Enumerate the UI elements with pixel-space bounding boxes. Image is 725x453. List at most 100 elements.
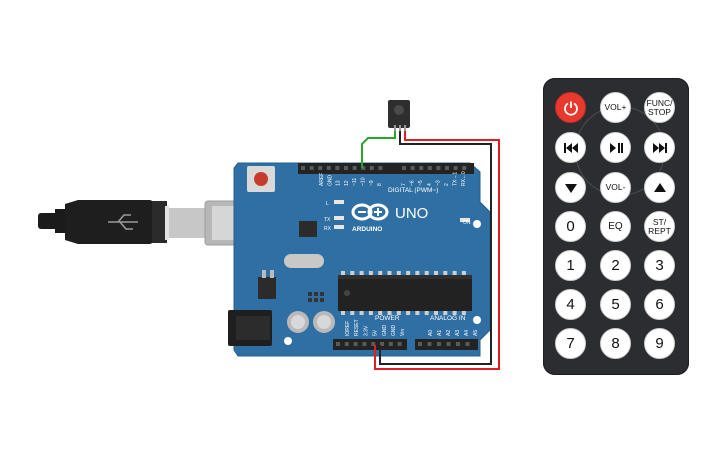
digit-0-label: 0 xyxy=(566,218,575,235)
digit-5-label: 5 xyxy=(611,296,620,313)
chip-pin xyxy=(461,271,466,275)
l-led-label: L xyxy=(326,201,329,207)
arduino-uno-board[interactable]: ARDUINO UNO DIGITAL (PWM~) POWER ANALOG … xyxy=(228,162,491,357)
digit-4-button[interactable]: 4 xyxy=(555,289,586,320)
power-section-label: POWER xyxy=(375,315,400,322)
chip-pin xyxy=(368,311,373,315)
play-pause-button[interactable] xyxy=(600,132,631,163)
analog-pin-label: A5 xyxy=(473,330,479,336)
header-pin-hole xyxy=(326,166,331,170)
digit-5-button[interactable]: 5 xyxy=(600,289,631,320)
power-pin-label: GND xyxy=(382,325,388,337)
header-pin-hole xyxy=(388,342,393,346)
chip-pin xyxy=(359,311,364,315)
header-pin-hole xyxy=(344,342,349,346)
header-pin-hole xyxy=(301,166,305,170)
digit-1-button[interactable]: 1 xyxy=(555,250,586,281)
vcc-wire xyxy=(374,128,500,370)
digital-pin-label: ~10 xyxy=(361,177,367,186)
digit-7-button[interactable]: 7 xyxy=(555,328,586,359)
digital-pin-label: ~5 xyxy=(418,180,424,186)
chip-pin xyxy=(415,271,420,275)
digital-pin-label: 7 xyxy=(401,183,407,186)
st-rept-button[interactable]: ST/ REPT xyxy=(644,211,675,242)
header-pin-hole xyxy=(456,342,460,346)
header-pin-hole xyxy=(436,166,441,170)
vol-up-button[interactable]: VOL+ xyxy=(600,92,631,123)
digital-pin-label: 4 xyxy=(427,183,433,186)
chip-pin xyxy=(424,311,429,315)
power-pin-label: Vin xyxy=(400,329,406,336)
next-button[interactable] xyxy=(644,132,675,163)
digital-pin-label: 8 xyxy=(377,183,383,186)
header-pin-hole xyxy=(465,342,470,346)
rx-led-label: RX xyxy=(324,226,332,232)
power-pin-label: GND xyxy=(391,325,397,337)
header-pin-hole xyxy=(446,342,451,346)
digital-header-label: DIGITAL (PWM~) xyxy=(388,187,438,194)
down-button[interactable] xyxy=(555,172,586,203)
digit-3-button[interactable]: 3 xyxy=(644,250,675,281)
chip-pin xyxy=(452,311,457,315)
arduino-logo xyxy=(351,203,389,221)
chip-pin xyxy=(443,311,448,315)
digital-pin-label: 13 xyxy=(336,180,342,186)
digit-6-button[interactable]: 6 xyxy=(644,289,675,320)
power-jack xyxy=(228,310,272,346)
chip-pin xyxy=(341,271,345,275)
atmega-chip xyxy=(338,271,472,315)
crystal xyxy=(284,254,324,268)
eq-label: EQ xyxy=(608,221,623,232)
digit-0-button[interactable]: 0 xyxy=(555,211,586,242)
chip-pin xyxy=(452,271,457,275)
vol-down-label: VOL- xyxy=(605,182,626,192)
power-pin-label: 3.3V xyxy=(363,325,369,336)
header-pin-hole xyxy=(427,342,432,346)
digit-8-button[interactable]: 8 xyxy=(600,328,631,359)
icsp-header xyxy=(308,292,324,302)
digit-2-button[interactable]: 2 xyxy=(600,250,631,281)
wires xyxy=(361,128,500,370)
digital-pin-label: ~9 xyxy=(369,180,375,186)
analog-pin-label: A4 xyxy=(464,330,470,336)
chip-pin xyxy=(406,271,411,275)
digit-9-button[interactable]: 9 xyxy=(644,328,675,359)
digit-3-label: 3 xyxy=(655,257,664,274)
tx-led-label: TX xyxy=(324,217,331,223)
header-pin-hole xyxy=(336,342,340,346)
header-pin-hole xyxy=(361,166,366,170)
chip-pin xyxy=(424,271,429,275)
power-pin-label: RESET xyxy=(354,319,360,336)
power-button[interactable] xyxy=(555,92,586,123)
header-pin-hole xyxy=(318,166,323,170)
chip-pin xyxy=(434,311,438,315)
digit-9-label: 9 xyxy=(655,335,664,352)
st-rept-label-1: ST/ xyxy=(652,216,667,227)
chip-pin xyxy=(378,271,383,275)
header-pin-hole xyxy=(402,166,406,170)
power-pin-label: 5V xyxy=(373,329,379,336)
vol-down-button[interactable]: VOL- xyxy=(600,172,631,203)
usb-chip xyxy=(299,221,317,237)
ir-receiver[interactable] xyxy=(388,100,410,131)
reset-button[interactable] xyxy=(247,166,275,192)
digital-pin-label: 12 xyxy=(344,180,350,186)
signal-wire xyxy=(361,128,396,168)
digital-header xyxy=(298,163,474,174)
chip-pin xyxy=(359,271,364,275)
previous-button[interactable] xyxy=(555,132,586,163)
arduino-brand-label: ARDUINO xyxy=(352,226,382,233)
chip-pin xyxy=(350,311,355,315)
digital-pin-label: 2 xyxy=(444,183,450,186)
up-button[interactable] xyxy=(644,172,675,203)
next-icon xyxy=(652,142,667,153)
header-pin-hole xyxy=(418,342,422,346)
header-pin-hole xyxy=(352,166,357,170)
header-pin-hole xyxy=(410,166,415,170)
st-rept-label-2: REPT xyxy=(648,225,671,236)
digital-pin-label: TX→1 xyxy=(453,172,459,186)
usb-icon xyxy=(108,214,138,230)
func-stop-button[interactable]: FUNC/ STOP xyxy=(644,92,675,123)
eq-button[interactable]: EQ xyxy=(600,211,631,242)
